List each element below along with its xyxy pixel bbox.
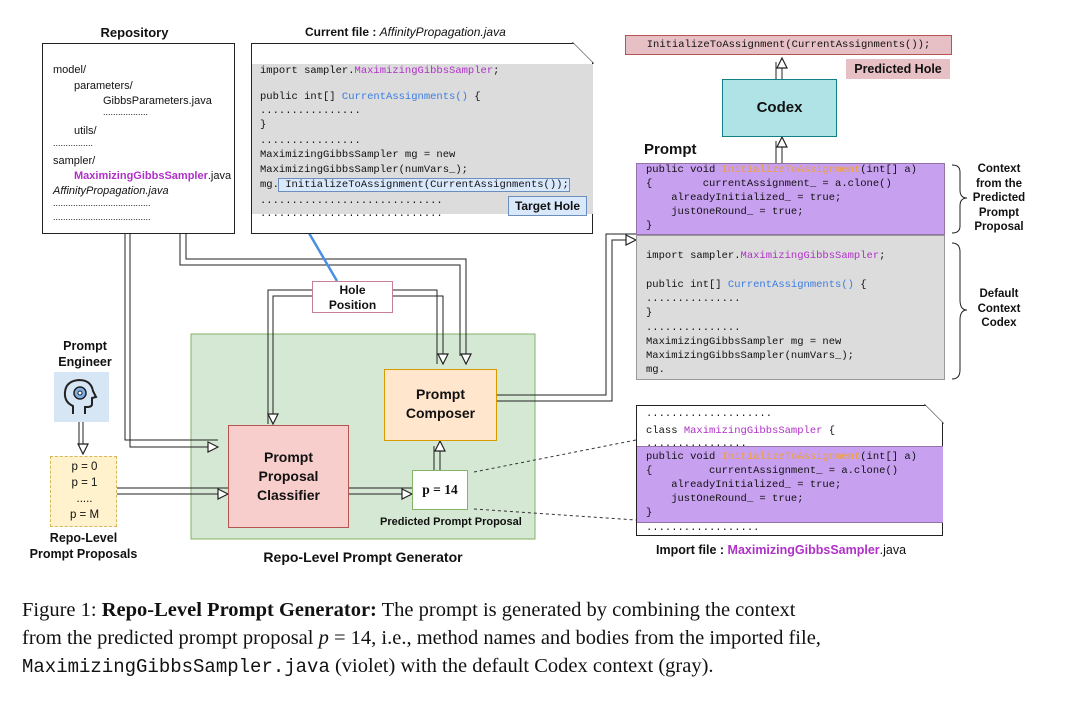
hole-to-composer-wire — [393, 289, 438, 364]
pv-line1: public void InitializeToAssignment(int[]… — [646, 164, 917, 176]
target-hole-span: InitializeToAssignment(CurrentAssignment… — [277, 178, 570, 192]
repo-line-dots-3: ....................................... — [53, 198, 151, 208]
prompt-engineer-label: Prompt Engineer — [58, 339, 112, 369]
hole-to-classifier-arrow — [273, 295, 312, 424]
if-line1: public void InitializeToAssignment(int[]… — [646, 451, 917, 463]
default-context-label: Default Context Codex — [977, 288, 1021, 329]
pg-mg1: MaximizingGibbsSampler mg = new — [646, 336, 842, 348]
repo-line-parameters: parameters/ — [74, 80, 133, 92]
repo-sampler-ext: .java — [207, 170, 232, 182]
pg-mg2: MaximizingGibbsSampler(numVars_); — [646, 350, 854, 362]
cf-dots-1: ................ — [260, 105, 361, 117]
repo-to-classifier-arrow — [129, 234, 218, 447]
current-file-document: import sampler.MaximizingGibbsSampler; p… — [251, 43, 593, 234]
engineer-head-icon — [54, 372, 109, 422]
proposal-p0: p = 0 — [71, 461, 98, 473]
import-violet-region — [637, 446, 943, 523]
predicted-line-box: InitializeToAssignment(CurrentAssignment… — [625, 35, 952, 55]
default-brace — [951, 242, 968, 380]
cf-method-line: public int[] CurrentAssignments() { — [260, 91, 481, 103]
pg-close: } — [646, 307, 653, 319]
pv-line4: justOneRound_ = true; — [646, 206, 804, 218]
current-file-title: Current file : AffinityPropagation.java — [305, 25, 506, 39]
cf-close-brace: } — [260, 119, 267, 131]
repo-line-gibbsparameters: GibbsParameters.java — [103, 95, 212, 107]
cf-mg-line-2: MaximizingGibbsSampler(numVars_); — [260, 164, 468, 176]
file-to-composer-wire — [179, 234, 461, 356]
if-class-line: class MaximizingGibbsSampler { — [646, 425, 836, 437]
if-line2: { currentAssignment_ = a.clone() — [646, 465, 899, 477]
cf-dots-3: ............................. — [260, 195, 443, 207]
codex-box: Codex — [722, 79, 837, 137]
target-hole-badge: Target Hole — [508, 196, 587, 216]
composer-to-prompt-arrow — [497, 240, 636, 402]
pg-dots1: ............... — [646, 293, 741, 305]
predicted-hole-badge: Predicted Hole — [846, 59, 950, 79]
repo-line-utils: utils/ — [74, 125, 97, 137]
pv-line2: { currentAssignment_ = a.clone() — [646, 178, 892, 190]
file-to-composer-arrow — [185, 234, 466, 364]
proposal-p1: p = 1 — [71, 477, 98, 489]
repo-to-classifier-wire — [124, 234, 218, 441]
prompt-violet-region: public void InitializeToAssignment(int[]… — [636, 163, 945, 235]
pg-method: public int[] CurrentAssignments() { — [646, 279, 867, 291]
figure-caption: Figure 1: Repo-Level Prompt Generator: T… — [22, 596, 1062, 681]
pv-line5: } — [646, 220, 653, 232]
repo-line-affinity: AffinityPropagation.java — [53, 185, 169, 197]
hole-position-box: Hole Position — [312, 281, 393, 313]
head-gear-icon — [63, 378, 98, 414]
if-line5: } — [646, 507, 653, 519]
repo-line-sampler-file: MaximizingGibbsSampler.java — [74, 170, 231, 182]
prompt-composer: Prompt Composer — [384, 369, 497, 441]
cf-dots-4: ............................. — [260, 208, 443, 220]
import-file-caption: Import file : MaximizingGibbsSampler.jav… — [656, 543, 907, 557]
prompt-proposal-classifier: Prompt Proposal Classifier — [228, 425, 349, 528]
generator-title: Repo-Level Prompt Generator — [263, 549, 463, 565]
repo-line-model: model/ — [53, 64, 87, 76]
caption-line-1: Figure 1: Repo-Level Prompt Generator: T… — [22, 599, 796, 621]
caption-line-3: MaximizingGibbsSampler.java (violet) wit… — [22, 655, 714, 678]
hole-to-classifier-wire — [267, 289, 312, 424]
repo-line-dots-4: ....................................... — [53, 212, 151, 222]
if-dots-bottom: .................. — [646, 522, 760, 534]
proposal-pm: p = M — [69, 509, 100, 521]
composer-to-prompt-wire — [497, 233, 636, 396]
pg-import: import sampler.MaximizingGibbsSampler; — [646, 250, 886, 262]
cf-mg-line-1: MaximizingGibbsSampler mg = new — [260, 149, 456, 161]
proposals-label: Repo-Level Prompt Proposals — [29, 531, 138, 561]
p-14-box: p = 14 — [412, 470, 468, 510]
pv-line3: alreadyInitialized_ = true; — [646, 192, 842, 204]
cf-dots-2: ................ — [260, 135, 361, 147]
if-dots-top: .................... — [646, 408, 773, 420]
pg-mg3: mg. — [646, 364, 665, 376]
repo-sampler-class: MaximizingGibbsSampler — [74, 170, 208, 182]
repository-box: model/ parameters/ GibbsParameters.java … — [42, 43, 235, 234]
context-label: Context from the Predicted Prompt Propos… — [972, 163, 1026, 233]
repo-line-dots-1: .................. — [103, 107, 149, 117]
hole-to-composer-arrow — [393, 295, 443, 364]
cf-import-line: import sampler.MaximizingGibbsSampler; — [260, 65, 500, 77]
cf-mg-line-3: mg. InitializeToAssignment(CurrentAssign… — [260, 178, 570, 192]
import-file-document: .................... class MaximizingGib… — [636, 405, 943, 536]
current-file-name: AffinityPropagation.java — [379, 25, 506, 39]
prompt-gray-region: import sampler.MaximizingGibbsSampler; p… — [636, 235, 945, 380]
context-brace — [951, 164, 968, 234]
prompt-title: Prompt — [644, 141, 697, 158]
repository-title: Repository — [100, 25, 169, 40]
predicted-proposal-label: Predicted Prompt Proposal — [380, 516, 522, 528]
caption-line-2: from the predicted prompt proposal p = 1… — [22, 627, 821, 649]
proposal-dots: ..... — [76, 493, 93, 505]
repo-line-sampler: sampler/ — [53, 155, 96, 167]
repo-line-dots-2: ................ — [53, 138, 94, 148]
pg-dots2: ............... — [646, 322, 741, 334]
hole-position-line1: Hole — [339, 283, 366, 297]
hole-position-line2: Position — [328, 298, 377, 312]
proposals-box: p = 0 p = 1 ..... p = M — [50, 456, 117, 527]
if-line3: alreadyInitialized_ = true; — [646, 479, 842, 491]
if-line4: justOneRound_ = true; — [646, 493, 804, 505]
